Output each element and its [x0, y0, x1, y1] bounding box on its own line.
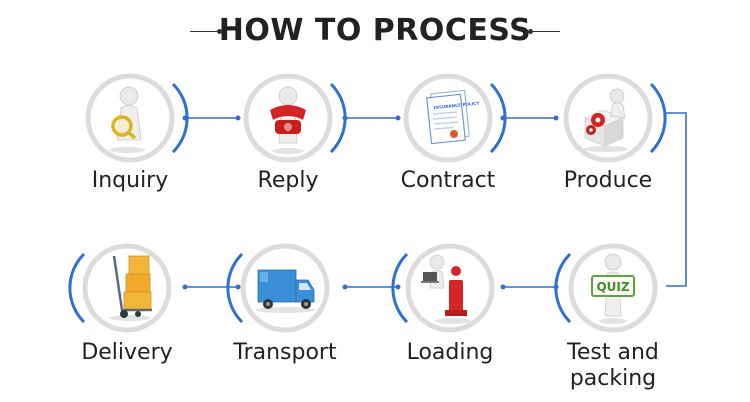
quiz-label: QUIZ — [596, 280, 629, 294]
connector-dot — [182, 284, 188, 290]
step-reply: Reply — [213, 48, 363, 198]
connector-dot — [553, 115, 559, 121]
step-contract: INSURANCE POLICY Contract — [373, 48, 523, 198]
connector-4-5 — [664, 112, 687, 287]
truck-icon — [255, 269, 315, 313]
step-label: Loading — [406, 340, 494, 365]
connector-dot — [395, 115, 401, 121]
step-delivery: Delivery — [52, 218, 202, 368]
hand-truck-boxes-icon — [110, 255, 152, 321]
policy-document-icon: INSURANCE POLICY — [426, 89, 481, 145]
magnifier-figure-icon — [109, 86, 145, 153]
telephone-figure-icon — [270, 86, 306, 154]
header: HOW TO PROCESS — [0, 8, 750, 54]
step-label: Inquiry — [91, 168, 169, 193]
policy-label: INSURANCE POLICY — [433, 100, 480, 110]
step-transport: Transport — [210, 218, 360, 368]
step-label: Transport — [233, 340, 337, 365]
step-test-and-packing: QUIZ Test and packing — [538, 218, 688, 391]
connector-dot — [395, 284, 401, 290]
step-produce: Produce — [533, 48, 683, 198]
quiz-sign-figure-icon: QUIZ — [591, 253, 635, 324]
connector-dot — [235, 284, 241, 290]
step-label: Delivery — [81, 340, 173, 365]
page-title: HOW TO PROCESS — [218, 13, 532, 48]
gear-box-figure-icon — [583, 88, 628, 152]
step-loading: Loading — [375, 218, 525, 368]
step-label: Reply — [257, 168, 319, 193]
step-label: Test and packing — [567, 340, 659, 391]
step-inquiry: Inquiry — [55, 48, 205, 198]
step-label: Produce — [563, 168, 653, 193]
title-left-rule — [190, 29, 222, 34]
connector-dot — [342, 284, 348, 290]
connector-dot — [235, 115, 241, 121]
step-label: Contract — [400, 168, 496, 193]
connector-dot — [500, 284, 506, 290]
laptop-figure-icon — [421, 254, 471, 324]
title-right-rule — [528, 29, 560, 34]
